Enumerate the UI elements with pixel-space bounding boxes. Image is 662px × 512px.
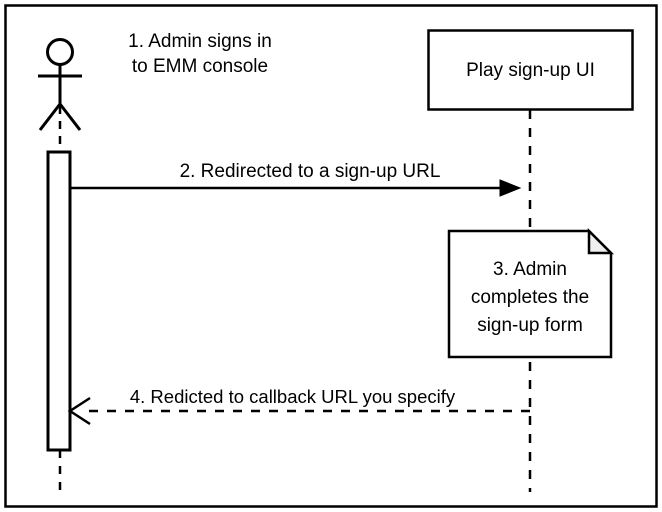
actor-leg-left-icon xyxy=(38,103,62,131)
actor-activation-bar xyxy=(46,150,72,452)
message-4-arrow xyxy=(67,396,530,426)
actor-stick-figure-icon xyxy=(38,38,82,131)
note-folded-corner-icon xyxy=(587,227,615,255)
actor-label-line-2: to EMM console xyxy=(131,56,269,77)
message-2-label: 2. Redirected to a sign-up URL xyxy=(179,161,441,182)
message-2-arrow xyxy=(70,179,522,197)
message-2-arrowhead-icon xyxy=(499,179,522,197)
note-label-line-2: completes the xyxy=(470,287,590,308)
note-label-line-1: 3. Admin xyxy=(493,259,567,280)
actor-label: 1. Admin signs in to EMM console xyxy=(85,29,315,79)
note-body-shape xyxy=(447,229,613,359)
actor-label-line-1: 1. Admin signs in xyxy=(128,31,272,52)
message-4-label: 4. Redicted to callback URL you specify xyxy=(129,386,456,407)
play-signup-ui-label: Play sign-up UI xyxy=(466,60,595,81)
actor-head-icon xyxy=(46,38,74,66)
play-signup-ui-box[interactable] xyxy=(427,29,634,111)
note-label-line-3: sign-up form xyxy=(477,315,583,336)
admin-completes-form-note xyxy=(447,227,615,359)
message-4-arrowhead-icon xyxy=(67,396,91,426)
actor-leg-right-icon xyxy=(58,103,82,131)
note-label: 3. Admin completes the sign-up form xyxy=(448,256,612,340)
